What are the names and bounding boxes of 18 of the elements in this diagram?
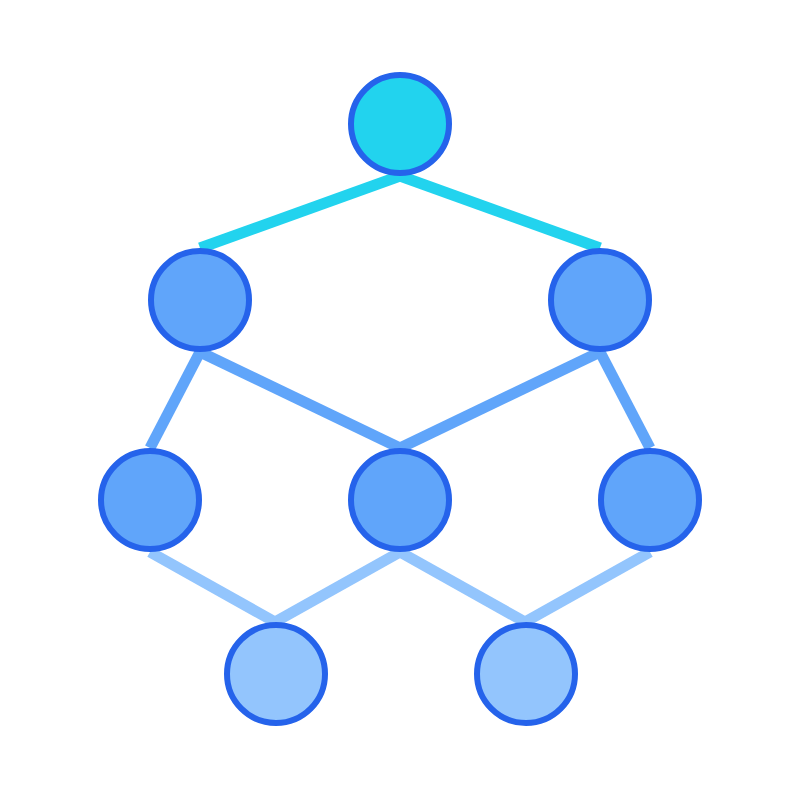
connector-line — [522, 547, 653, 627]
connector-line — [398, 170, 602, 254]
connector-line — [197, 347, 403, 453]
connector-line — [198, 170, 402, 254]
circle-node — [548, 248, 652, 352]
connector-line — [397, 547, 528, 627]
connector-line — [595, 349, 655, 451]
circle-node — [98, 448, 202, 552]
circle-node — [348, 72, 452, 176]
connector-line — [145, 349, 205, 451]
circle-node — [223, 622, 327, 726]
circle-node — [598, 448, 702, 552]
connector-line — [397, 347, 603, 453]
connector-line — [272, 547, 403, 627]
connector-line — [147, 547, 278, 627]
circle-node — [148, 248, 252, 352]
circle-node — [473, 622, 577, 726]
circle-node — [348, 448, 452, 552]
